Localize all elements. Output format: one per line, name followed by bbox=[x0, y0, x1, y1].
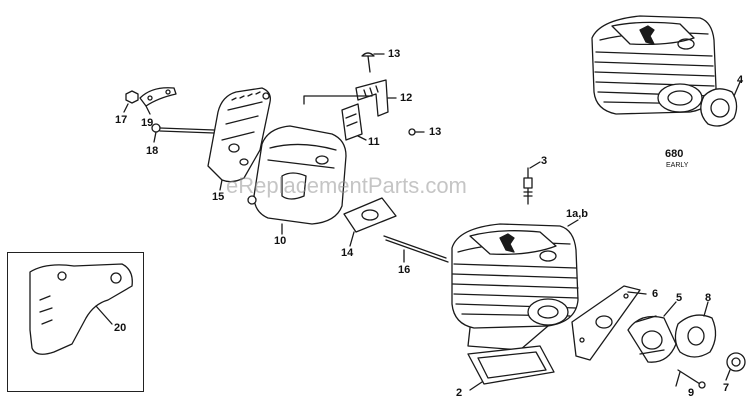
cylinder-part-1ab bbox=[451, 219, 579, 351]
base-gasket-part-2 bbox=[467, 345, 555, 391]
label-part-2: 2 bbox=[456, 387, 463, 399]
label-part-18: 18 bbox=[146, 145, 159, 157]
label-part-7: 7 bbox=[723, 382, 730, 394]
spark-plug-part-3 bbox=[523, 161, 541, 205]
plate-part-11 bbox=[341, 103, 367, 141]
screw-part-13-bottom bbox=[408, 128, 425, 136]
bracket-part-19 bbox=[139, 87, 177, 115]
bolt-part-18 bbox=[151, 123, 215, 143]
label-part-4: 4 bbox=[737, 74, 744, 86]
label-part-8: 8 bbox=[705, 292, 712, 304]
model-number: 680 bbox=[665, 148, 684, 160]
label-part-19: 19 bbox=[141, 117, 154, 129]
model-note: EARLY bbox=[666, 162, 689, 169]
muffler-part-10 bbox=[247, 125, 347, 235]
label-part-6: 6 bbox=[652, 288, 659, 300]
gasket-part-4 bbox=[700, 81, 741, 127]
label-part-14: 14 bbox=[341, 247, 354, 259]
label-part-15: 15 bbox=[212, 191, 225, 203]
label-part-13-top: 13 bbox=[388, 48, 401, 60]
manifold-plate-part-6 bbox=[571, 285, 647, 361]
shield-plate-part-20 bbox=[29, 263, 133, 355]
label-part-12: 12 bbox=[400, 92, 413, 104]
label-part-13-bottom: 13 bbox=[429, 126, 442, 138]
gasket-part-8 bbox=[674, 301, 717, 358]
cylinder-early-680 bbox=[591, 15, 717, 115]
washer-part-7 bbox=[725, 352, 746, 381]
label-part-1ab: 1a,b bbox=[566, 208, 589, 220]
label-part-10: 10 bbox=[274, 235, 287, 247]
inset-frame bbox=[7, 252, 144, 392]
label-part-5: 5 bbox=[676, 292, 683, 304]
label-part-3: 3 bbox=[541, 155, 548, 167]
bolt-part-16 bbox=[383, 235, 449, 263]
label-part-17: 17 bbox=[115, 114, 128, 126]
bracket-part-12 bbox=[355, 79, 397, 117]
label-part-11: 11 bbox=[368, 136, 380, 148]
muffler-shield-part-15 bbox=[207, 87, 271, 191]
label-part-16: 16 bbox=[398, 264, 411, 276]
intake-flange-part-5 bbox=[627, 301, 677, 363]
label-part-9: 9 bbox=[688, 387, 695, 399]
muffler-gasket-part-14 bbox=[343, 197, 397, 247]
screw-part-13-top bbox=[361, 52, 385, 73]
nut-part-17 bbox=[123, 90, 139, 113]
label-part-20: 20 bbox=[114, 322, 127, 334]
screw-part-9 bbox=[675, 369, 706, 389]
watermark-text: eReplacementParts.com bbox=[226, 173, 467, 198]
